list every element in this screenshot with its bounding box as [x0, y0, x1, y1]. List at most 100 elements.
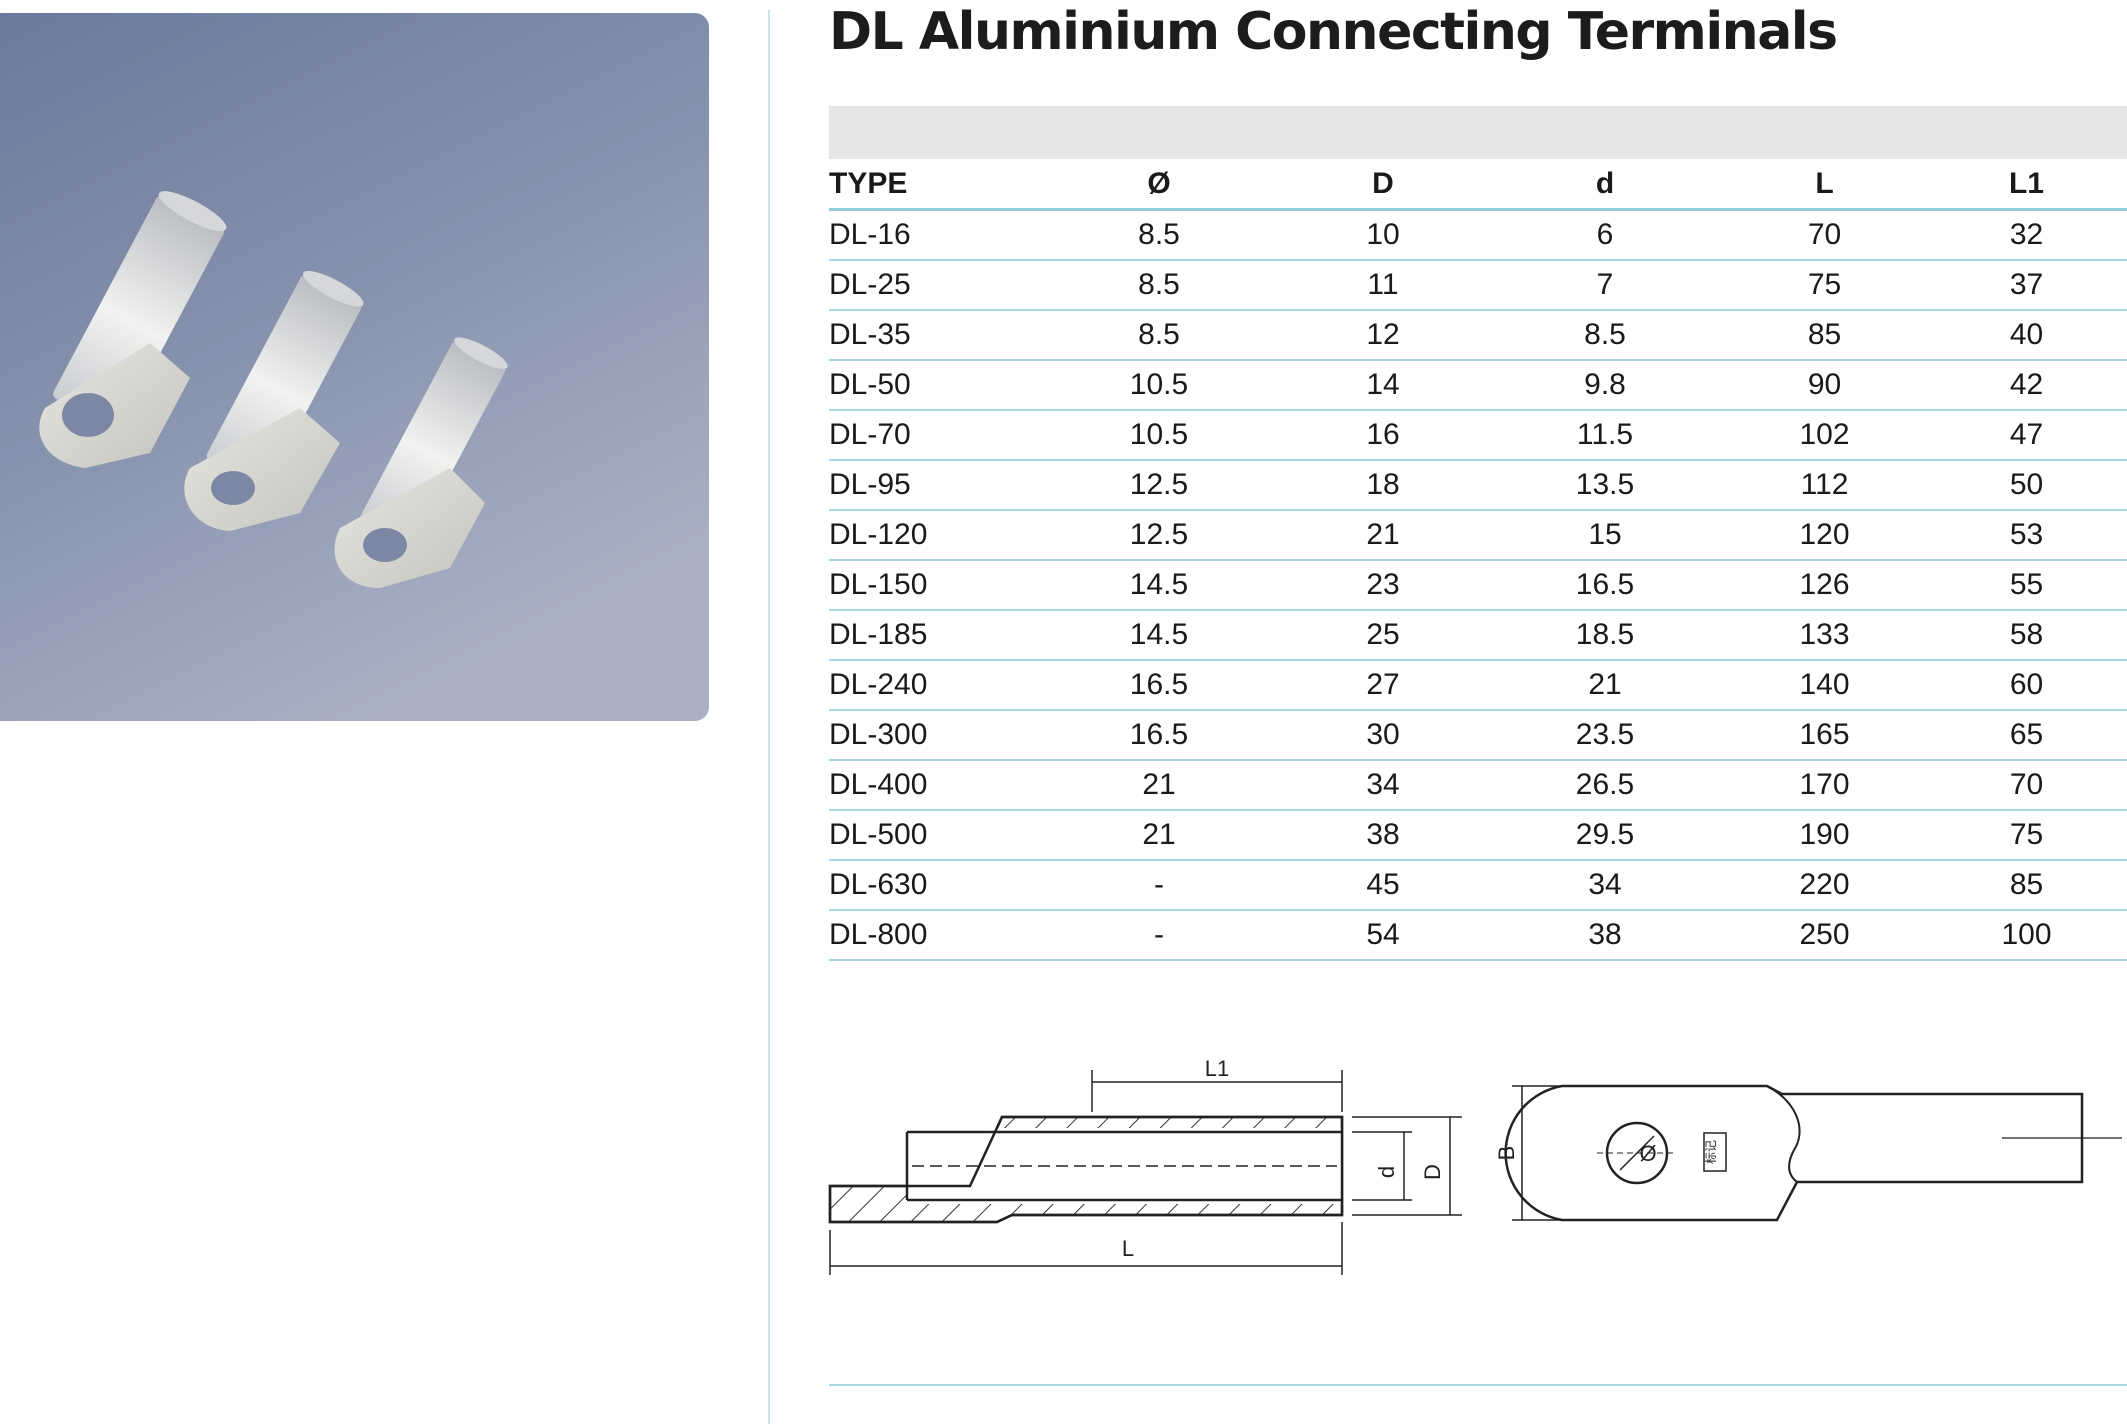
value-cell: 29.5 [1487, 810, 1723, 861]
type-cell: DL-300 [829, 710, 1039, 761]
value-cell: 90 [1723, 360, 1926, 411]
label-B: B [1494, 1146, 1519, 1161]
value-cell: 75 [1926, 810, 2127, 861]
label-D: D [1420, 1164, 1445, 1180]
table-header-row: TYPE Ø D d L L1 [829, 160, 2127, 211]
value-cell: 26.5 [1487, 760, 1723, 811]
value-cell: 120 [1723, 510, 1926, 561]
header-D: D [1279, 160, 1487, 211]
label-d: d [1374, 1166, 1399, 1178]
value-cell: 65 [1926, 710, 2127, 761]
value-cell: 170 [1723, 760, 1926, 811]
value-cell: 55 [1926, 560, 2127, 611]
value-cell: 23 [1279, 560, 1487, 611]
header-d: d [1487, 160, 1723, 211]
type-cell: DL-70 [829, 410, 1039, 461]
divider-line [768, 10, 770, 1424]
value-cell: 10 [1279, 209, 1487, 261]
value-cell: 60 [1926, 660, 2127, 711]
value-cell: 32 [1926, 209, 2127, 261]
bottom-rule [829, 1384, 2127, 1386]
type-cell: DL-500 [829, 810, 1039, 861]
header-L: L [1723, 160, 1926, 211]
header-phi: Ø [1039, 160, 1279, 211]
value-cell: 8.5 [1039, 310, 1279, 361]
value-cell: 21 [1039, 810, 1279, 861]
header-L1: L1 [1926, 160, 2127, 211]
type-cell: DL-400 [829, 760, 1039, 811]
value-cell: 50 [1926, 460, 2127, 511]
lug-large-image [39, 191, 227, 468]
type-cell: DL-35 [829, 310, 1039, 361]
technical-drawing: L1 L d D Ø 标记 B [828, 1056, 2122, 1275]
value-cell: 8.5 [1039, 209, 1279, 261]
value-cell: 16.5 [1039, 660, 1279, 711]
label-L1: L1 [1205, 1056, 1229, 1081]
value-cell: 21 [1279, 510, 1487, 561]
value-cell: 16.5 [1039, 710, 1279, 761]
value-cell: 9.8 [1487, 360, 1723, 411]
value-cell: 10.5 [1039, 360, 1279, 411]
value-cell: 42 [1926, 360, 2127, 411]
value-cell: 7 [1487, 260, 1723, 311]
type-cell: DL-50 [829, 360, 1039, 411]
value-cell: 102 [1723, 410, 1926, 461]
value-cell: 126 [1723, 560, 1926, 611]
value-cell: 250 [1723, 910, 1926, 961]
value-cell: - [1039, 860, 1279, 911]
top-view [1504, 1084, 2122, 1222]
value-cell: 11.5 [1487, 410, 1723, 461]
page-title: DL Aluminium Connecting Terminals [829, 2, 1838, 62]
value-cell: 25 [1279, 610, 1487, 661]
value-cell: 133 [1723, 610, 1926, 661]
value-cell: 10.5 [1039, 410, 1279, 461]
value-cell: 8.5 [1487, 310, 1723, 361]
type-cell: DL-630 [829, 860, 1039, 911]
value-cell: 14.5 [1039, 560, 1279, 611]
value-cell: 85 [1926, 860, 2127, 911]
value-cell: 21 [1487, 660, 1723, 711]
value-cell: 220 [1723, 860, 1926, 911]
label-phi: Ø [1639, 1141, 1656, 1166]
value-cell: 112 [1723, 460, 1926, 511]
value-cell: 190 [1723, 810, 1926, 861]
value-cell: 16 [1279, 410, 1487, 461]
value-cell: 34 [1279, 760, 1487, 811]
type-cell: DL-25 [829, 260, 1039, 311]
type-cell: DL-95 [829, 460, 1039, 511]
value-cell: 165 [1723, 710, 1926, 761]
value-cell: 30 [1279, 710, 1487, 761]
value-cell: 38 [1487, 910, 1723, 961]
value-cell: 15 [1487, 510, 1723, 561]
value-cell: 54 [1279, 910, 1487, 961]
lug-small-image [334, 337, 508, 588]
value-cell: 70 [1723, 209, 1926, 261]
type-cell: DL-185 [829, 610, 1039, 661]
header-type: TYPE [829, 160, 1039, 211]
type-cell: DL-16 [829, 209, 1039, 261]
value-cell: 16.5 [1487, 560, 1723, 611]
type-cell: DL-150 [829, 560, 1039, 611]
value-cell: 37 [1926, 260, 2127, 311]
value-cell: 40 [1926, 310, 2127, 361]
value-cell: 23.5 [1487, 710, 1723, 761]
value-cell: 12 [1279, 310, 1487, 361]
label-L: L [1122, 1236, 1134, 1261]
product-photo [0, 13, 709, 721]
label-mark: 标记 [1704, 1140, 1718, 1164]
value-cell: 12.5 [1039, 460, 1279, 511]
value-cell: 8.5 [1039, 260, 1279, 311]
value-cell: 38 [1279, 810, 1487, 861]
